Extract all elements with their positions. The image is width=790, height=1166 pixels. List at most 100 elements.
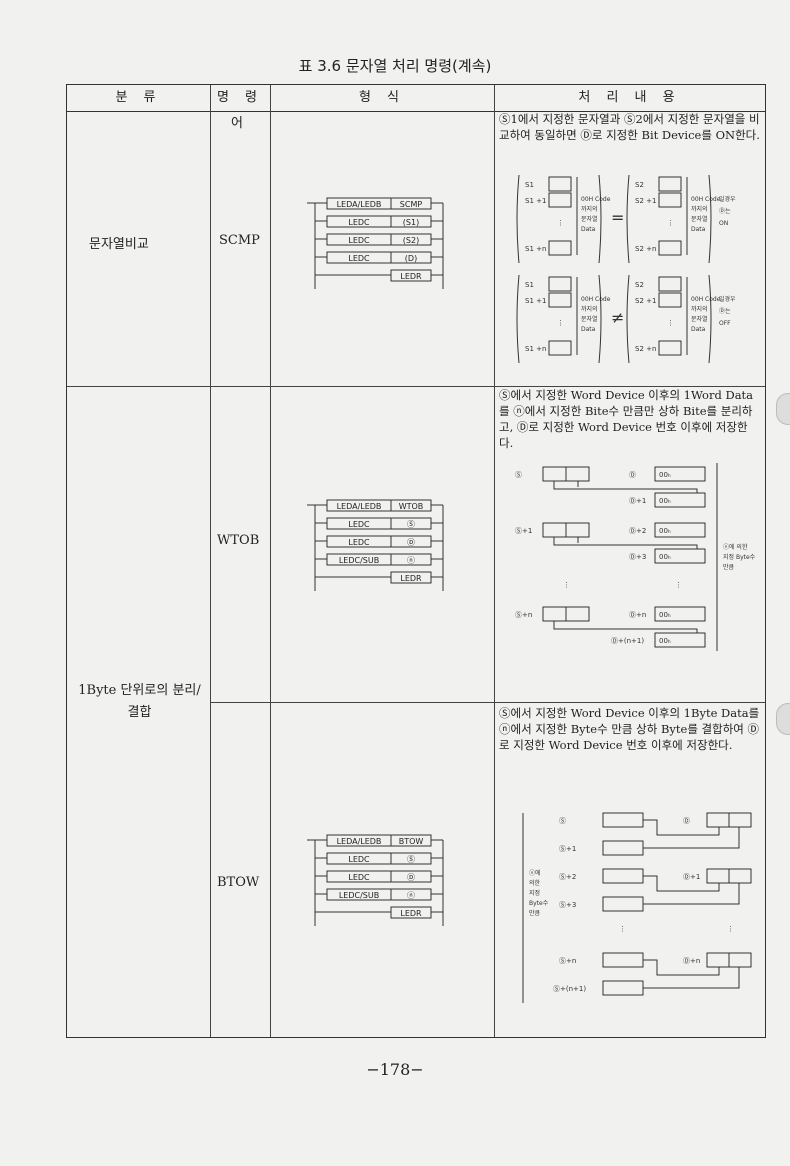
svg-text:⋮: ⋮ — [557, 319, 564, 327]
instruction-table: 분 류 명 령 어 형 식 처 리 내 용 문자열비교 SCMP LEDA/LE… — [66, 84, 766, 1038]
scmp-description: Ⓢ1에서 지정한 문자열과 Ⓢ2에서 지정한 문자열을 비교하여 동일하면 Ⓓ로… — [499, 112, 760, 142]
svg-text:Ⓓ: Ⓓ — [683, 817, 690, 825]
btow-description: Ⓢ에서 지정한 Word Device 이후의 1Byte Data를 ⓝ에서 … — [499, 706, 760, 752]
svg-text:⋮: ⋮ — [667, 319, 674, 327]
svg-text:까지의: 까지의 — [691, 305, 708, 313]
svg-text:Ⓓ는: Ⓓ는 — [719, 307, 731, 315]
svg-text:문자열: 문자열 — [691, 315, 708, 323]
binder-tab — [776, 703, 790, 735]
svg-text:ON: ON — [719, 220, 728, 227]
svg-text:00H Code: 00H Code — [691, 296, 721, 303]
svg-text:00ₕ: 00ₕ — [659, 611, 671, 619]
ladder-text: LEDC — [348, 538, 370, 547]
ladder-text: LEDR — [400, 909, 422, 918]
svg-text:00H Code: 00H Code — [691, 196, 721, 203]
svg-text:00H Code: 00H Code — [581, 296, 611, 303]
svg-text:ⓝ에: ⓝ에 — [529, 869, 541, 877]
svg-text:00ₕ: 00ₕ — [659, 553, 671, 561]
svg-text:Ⓢ+2: Ⓢ+2 — [559, 873, 576, 881]
diagram-equal: = — [611, 208, 624, 227]
svg-text:Ⓓ+2: Ⓓ+2 — [629, 527, 646, 535]
svg-text:일경우: 일경우 — [719, 195, 736, 203]
diagram-s1-plusn: S1 +n — [525, 245, 546, 253]
ladder-text: (D) — [405, 254, 417, 263]
btow-ladder: LEDA/LEDB BTOW LEDC Ⓢ LEDC Ⓓ LEDC/SUB ⓝ … — [307, 834, 444, 926]
ladder-text: LEDC/SUB — [339, 556, 379, 565]
ladder-text: SCMP — [400, 200, 423, 209]
ladder-text: WTOB — [399, 502, 424, 511]
ladder-text: Ⓢ — [407, 520, 415, 529]
ladder-text: ⓝ — [407, 891, 415, 900]
ladder-text: (S2) — [403, 236, 419, 245]
scmp-ladder: LEDA/LEDB SCMP LEDC (S1) LEDC (S2) LEDC … — [307, 197, 444, 289]
svg-text:00ₕ: 00ₕ — [659, 527, 671, 535]
svg-text:S2 +n: S2 +n — [635, 345, 656, 353]
diagram-s1-plus1: S1 +1 — [525, 197, 546, 205]
ladder-text: Ⓓ — [407, 873, 415, 882]
svg-text:S1: S1 — [525, 281, 534, 289]
svg-text:S2: S2 — [635, 281, 644, 289]
scmp-diagram: S1 S1 +1 S1 +n S2 S2 +1 S2 +n ⋮ ⋮ 00H Co… — [516, 174, 736, 364]
svg-text:⋮: ⋮ — [619, 925, 626, 933]
header-category: 분 류 — [115, 90, 162, 105]
ladder-text: LEDC — [348, 218, 370, 227]
svg-text:문자열: 문자열 — [581, 315, 598, 323]
svg-text:Data: Data — [581, 326, 596, 333]
svg-text:Data: Data — [581, 226, 596, 233]
ladder-text: LEDA/LEDB — [337, 502, 382, 511]
category-string-compare: 문자열비교 — [89, 237, 149, 252]
ladder-text: LEDC/SUB — [339, 891, 379, 900]
header-description: 처 리 내 용 — [578, 90, 681, 105]
svg-text:Ⓓ+1: Ⓓ+1 — [683, 873, 700, 881]
svg-text:의한: 의한 — [529, 879, 541, 887]
diagram-s2: S2 — [635, 181, 644, 189]
page-number: −178− — [366, 1060, 424, 1079]
category-byte-split-join: 1Byte 단위로의 분리/결합 — [78, 683, 201, 720]
svg-text:Ⓓ+n: Ⓓ+n — [683, 957, 700, 965]
ladder-text: Ⓢ — [407, 855, 415, 864]
svg-text:Ⓢ+n: Ⓢ+n — [559, 957, 576, 965]
page-title: 표 3.6 문자열 처리 명령(계속) — [298, 57, 492, 75]
diagram-dots: ⋮ — [667, 219, 674, 227]
svg-text:Ⓢ+1: Ⓢ+1 — [515, 527, 532, 535]
svg-text:00ₕ: 00ₕ — [659, 637, 671, 645]
svg-text:Ⓓ+n: Ⓓ+n — [629, 611, 646, 619]
command-scmp: SCMP — [219, 233, 260, 248]
svg-text:00ₕ: 00ₕ — [659, 471, 671, 479]
svg-text:S1 +1: S1 +1 — [525, 297, 546, 305]
svg-text:Ⓓ+(n+1): Ⓓ+(n+1) — [611, 637, 644, 645]
svg-text:⋮: ⋮ — [563, 581, 570, 589]
svg-text:⋮: ⋮ — [727, 925, 734, 933]
ladder-text: LEDC — [348, 236, 370, 245]
svg-text:Ⓢ+(n+1): Ⓢ+(n+1) — [553, 985, 586, 993]
ladder-text: LEDR — [400, 272, 422, 281]
ladder-text: LEDC — [348, 873, 370, 882]
ladder-text: LEDR — [400, 574, 422, 583]
svg-text:Ⓓ는: Ⓓ는 — [719, 207, 731, 215]
svg-text:문자열: 문자열 — [581, 215, 598, 223]
ladder-text: LEDA/LEDB — [337, 837, 382, 846]
diagram-notequal: ≠ — [611, 308, 624, 327]
svg-text:Ⓢ+n: Ⓢ+n — [515, 611, 532, 619]
svg-text:지정: 지정 — [529, 889, 540, 897]
header-command: 명 령 어 — [216, 90, 264, 131]
svg-text:일경우: 일경우 — [719, 295, 736, 303]
svg-text:Ⓓ: Ⓓ — [629, 471, 636, 479]
ladder-text: LEDA/LEDB — [337, 200, 382, 209]
svg-text:ⓝ에 의한: ⓝ에 의한 — [723, 543, 748, 551]
ladder-text: (S1) — [403, 218, 419, 227]
binder-tab — [776, 393, 790, 425]
wtob-description: Ⓢ에서 지정한 Word Device 이후의 1Word Data를 ⓝ에서 … — [499, 388, 754, 450]
ladder-text: LEDC — [348, 254, 370, 263]
diagram-dots: ⋮ — [557, 219, 564, 227]
diagram-s2-plus1: S2 +1 — [635, 197, 656, 205]
svg-text:Byte수: Byte수 — [529, 900, 549, 907]
svg-text:까지의: 까지의 — [691, 205, 708, 213]
svg-text:00H Code: 00H Code — [581, 196, 611, 203]
svg-text:S2 +1: S2 +1 — [635, 297, 656, 305]
svg-text:00ₕ: 00ₕ — [659, 497, 671, 505]
svg-text:⋮: ⋮ — [675, 581, 682, 589]
svg-text:Ⓢ+3: Ⓢ+3 — [559, 901, 576, 909]
header-format: 형 식 — [358, 90, 406, 105]
